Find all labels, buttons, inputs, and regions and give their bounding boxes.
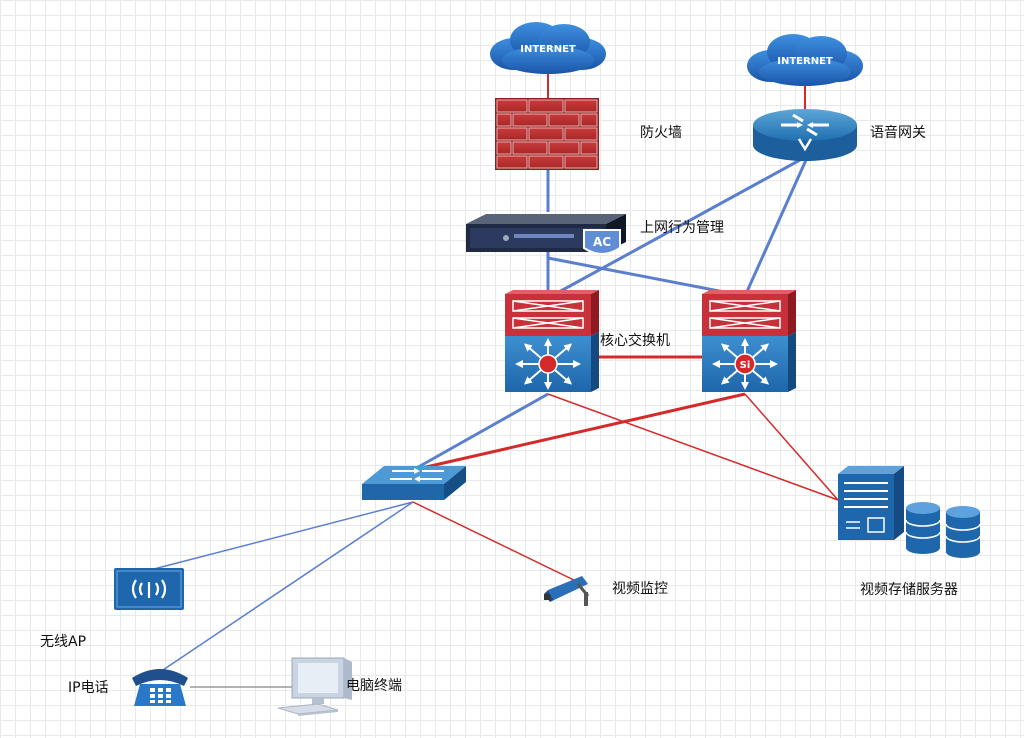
cloud-icon [747, 34, 863, 86]
link-access-camera [412, 501, 581, 584]
access-switch-icon [362, 466, 466, 500]
wireless-ap-icon [114, 568, 184, 610]
storage-server-icon [838, 466, 904, 540]
core-switch-left-icon [505, 290, 599, 392]
internet-cloud-right: INTERNET [747, 34, 863, 86]
video-storage-label: 视频存储服务器 [860, 582, 958, 598]
link-core1-access [412, 392, 549, 472]
ip-phone-icon [132, 669, 188, 706]
link-core2-storage [744, 393, 839, 501]
firewall-icon [495, 98, 599, 170]
link-ac-core2 [547, 256, 746, 298]
ac-badge: AC [593, 235, 611, 249]
link-core1-storage [547, 393, 839, 501]
core-switch-right-icon: Si [702, 290, 796, 392]
wireless-ap-label: 无线AP [40, 634, 87, 650]
firewall-label: 防火墙 [640, 125, 682, 141]
core-switch-label: 核心交换机 [600, 333, 670, 349]
computer-icon [277, 657, 352, 716]
video-monitor-label: 视频监控 [612, 581, 668, 597]
ip-phone-label: IP电话 [68, 680, 109, 696]
internet-label: INTERNET [777, 56, 833, 67]
camera-icon [544, 576, 590, 606]
link-access-phone [159, 501, 414, 673]
internet-label: INTERNET [520, 44, 576, 55]
link-access-ap [149, 501, 414, 571]
internet-cloud-left: INTERNET [490, 22, 606, 74]
database-icon [905, 502, 941, 554]
shield-icon: AC [583, 229, 621, 255]
connections [149, 72, 839, 688]
behavior-mgmt-label: 上网行为管理 [640, 220, 724, 236]
cloud-icon [490, 22, 606, 74]
voice-gateway-label: 语音网关 [870, 125, 926, 141]
ac-appliance-icon: AC [466, 214, 626, 255]
si-badge: Si [740, 360, 751, 371]
link-gateway-core1 [547, 158, 801, 300]
link-core2-access [412, 392, 746, 472]
link-gateway-core2 [743, 159, 808, 297]
router-icon [753, 109, 857, 161]
pc-terminal-label: 电脑终端 [346, 678, 402, 694]
database-icon [945, 506, 981, 558]
